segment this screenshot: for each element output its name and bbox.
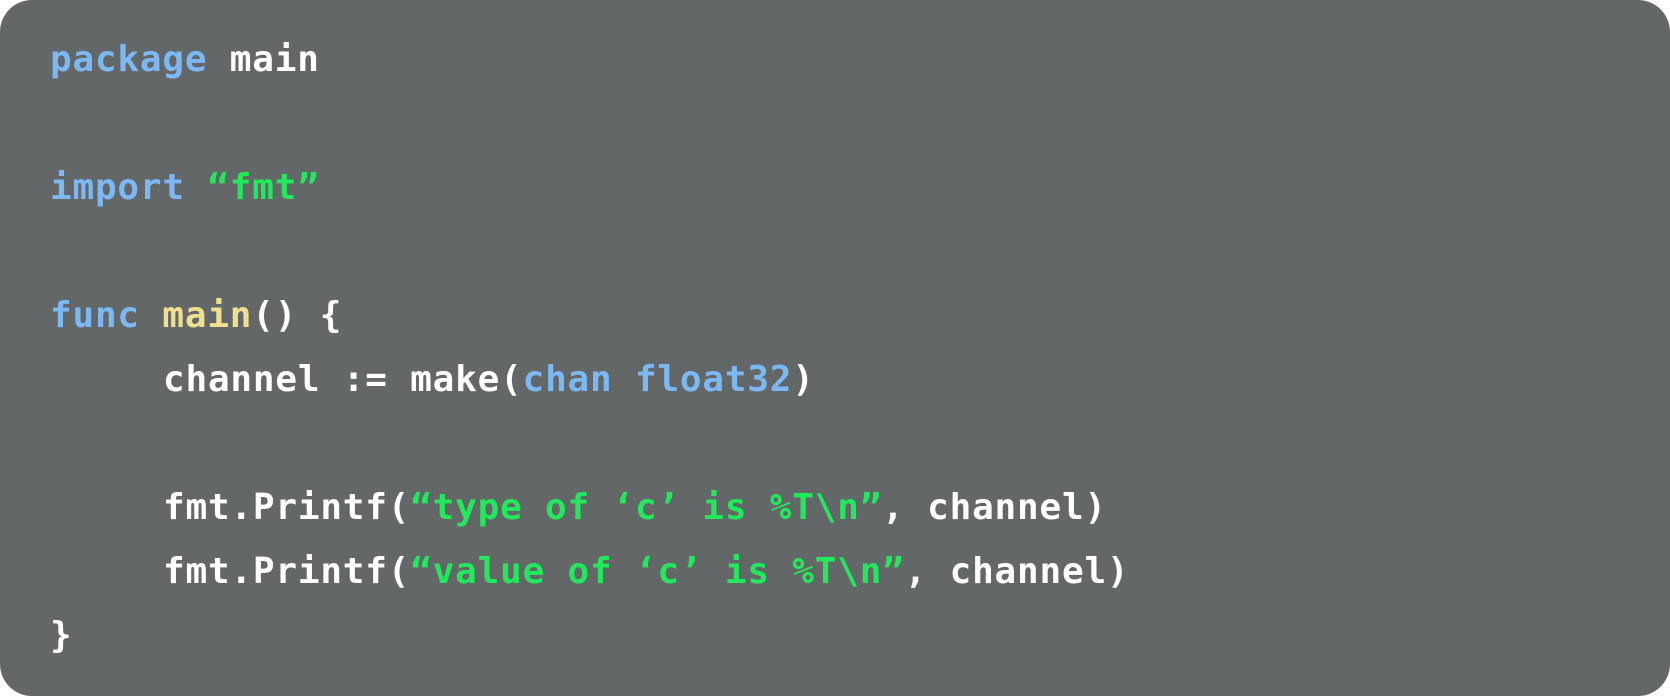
type-keyword: chan float32 [522, 359, 793, 400]
code-line-1: package main [50, 28, 1670, 92]
code-block: package main import “fmt” func main() { … [50, 28, 1670, 668]
keyword: import [50, 167, 185, 208]
keyword: func [50, 295, 140, 336]
punctuation: ) [792, 359, 815, 400]
statement: channel := make( [163, 359, 523, 400]
space [185, 167, 207, 208]
string-literal: “fmt” [207, 167, 320, 208]
function-name: main [162, 295, 253, 336]
string-literal: “type of ‘c’ is %T\n” [410, 487, 883, 528]
code-line-blank [50, 220, 1670, 284]
identifier: main [207, 39, 320, 80]
closing-brace: } [50, 615, 73, 656]
code-line-blank [50, 92, 1670, 156]
code-line-blank [50, 412, 1670, 476]
code-line-6: channel := make(chan float32) [50, 348, 1670, 412]
keyword: package [50, 39, 208, 80]
arguments: , channel) [882, 487, 1107, 528]
string-literal: “value of ‘c’ is %T\n” [410, 551, 905, 592]
punctuation: () { [252, 295, 343, 336]
space [140, 295, 162, 336]
code-line-9: fmt.Printf(“value of ‘c’ is %T\n”, chann… [50, 540, 1670, 604]
code-line-10: } [50, 604, 1670, 668]
arguments: , channel) [904, 551, 1130, 592]
code-line-8: fmt.Printf(“type of ‘c’ is %T\n”, channe… [50, 476, 1670, 540]
call: fmt.Printf( [163, 551, 411, 592]
code-line-3: import “fmt” [50, 156, 1670, 220]
call: fmt.Printf( [163, 487, 411, 528]
code-line-5: func main() { [50, 284, 1670, 348]
